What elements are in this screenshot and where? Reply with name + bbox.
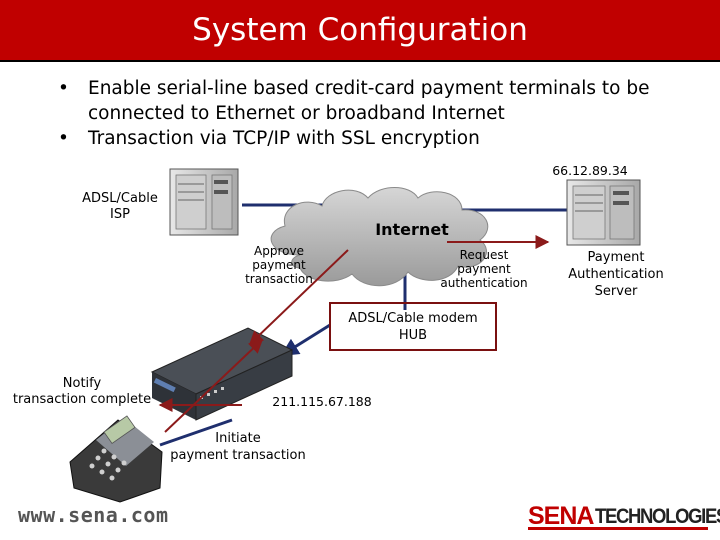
bullet-dot: •	[58, 78, 69, 99]
logo-underline	[528, 527, 708, 530]
initiate-arrow	[164, 339, 264, 433]
logo-suffix: TECHNOLOGIES	[595, 505, 720, 528]
hub-label-box	[329, 302, 497, 351]
notify-label: Notify transaction complete	[12, 376, 152, 407]
bullet-list: • Enable serial-line based credit-card p…	[58, 76, 720, 151]
bullet-dot: •	[58, 128, 69, 149]
payment-server-icon	[566, 179, 641, 246]
logo-brand: SENA	[528, 502, 594, 530]
sena-logo: SENA TECHNOLOGIES	[528, 502, 720, 530]
bullet-text: Transaction via TCP/IP with SSL encrypti…	[88, 128, 480, 149]
approve-arrow	[248, 249, 349, 345]
bullet-item: • Transaction via TCP/IP with SSL encryp…	[58, 126, 720, 151]
server-label: Payment Authentication Server	[568, 250, 664, 299]
page-title: System Configuration	[192, 12, 528, 48]
internet-label: Internet	[375, 220, 449, 239]
approve-label: Approve payment transaction	[245, 244, 313, 286]
server-ip-label: 66.12.89.34	[552, 163, 628, 178]
internet-cloud-icon	[270, 187, 489, 287]
modem-terminal-link	[159, 418, 233, 447]
isp-label: ADSL/Cable ISP	[82, 191, 158, 222]
bullet-item: • Enable serial-line based credit-card p…	[58, 76, 720, 126]
isp-server-icon	[169, 168, 239, 236]
footer-url: www.sena.com	[18, 503, 169, 527]
hub-label: ADSL/Cable modem HUB	[348, 311, 478, 343]
card-terminal-icon	[69, 415, 163, 503]
device-ip-label: 211.115.67.188	[272, 394, 372, 409]
request-label: Request payment authentication	[440, 248, 528, 290]
title-bar: System Configuration	[0, 0, 720, 62]
initiate-label: Initiate payment transaction	[170, 431, 306, 463]
bullet-text: Enable serial-line based credit-card pay…	[88, 78, 650, 124]
flow-arrows	[158, 235, 550, 433]
